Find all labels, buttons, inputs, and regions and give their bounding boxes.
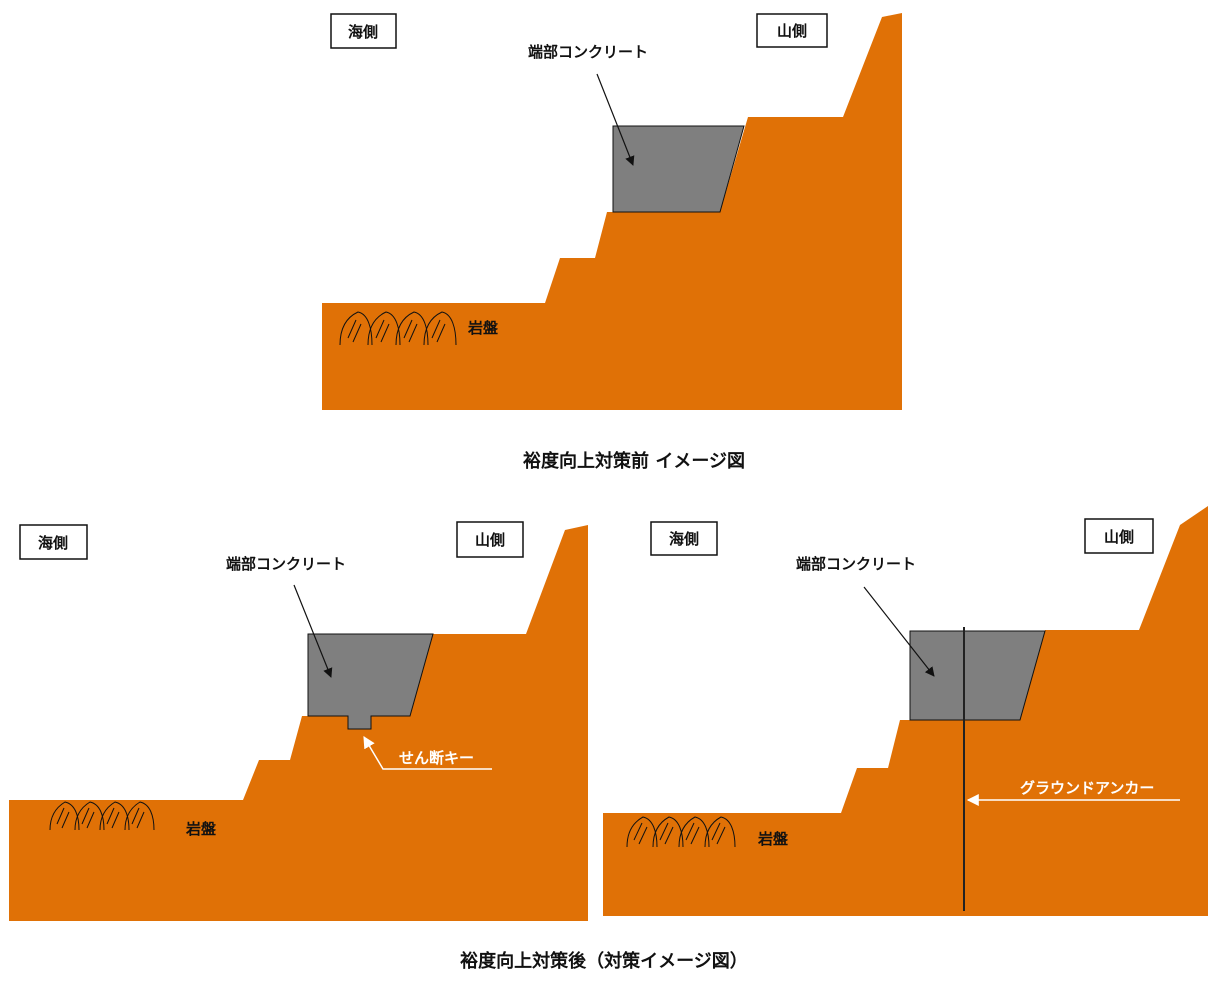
sea-side-label: 海側 bbox=[348, 23, 378, 41]
caption-after: 裕度向上対策後（対策イメージ図） bbox=[460, 950, 748, 972]
end-concrete-label: 端部コンクリート bbox=[796, 555, 916, 573]
bedrock-texture-anchor bbox=[626, 816, 736, 848]
mountain-side-box bbox=[456, 521, 524, 558]
sea-side-box bbox=[330, 13, 397, 49]
sea-side-box bbox=[19, 524, 88, 560]
end-concrete-shear-key bbox=[307, 633, 434, 730]
caption-before: 裕度向上対策前 イメージ図 bbox=[523, 450, 745, 472]
end-concrete-label: 端部コンクリート bbox=[528, 43, 648, 61]
bedrock-texture-shear-key bbox=[49, 801, 155, 831]
ground-anchor bbox=[603, 506, 1208, 916]
panel-after-anchor: 岩盤 海側 山側 端部コンクリート グラウンドアンカー bbox=[603, 506, 1208, 916]
end-concrete-label: 端部コンクリート bbox=[226, 555, 346, 573]
bedrock-texture-before bbox=[339, 311, 457, 346]
shear-key-label: せん断キー bbox=[399, 749, 474, 767]
ground-before bbox=[322, 13, 902, 410]
sea-side-label: 海側 bbox=[669, 530, 699, 548]
sea-side-label: 海側 bbox=[38, 534, 68, 552]
mountain-side-box bbox=[1084, 518, 1154, 554]
bedrock-label: 岩盤 bbox=[757, 830, 789, 848]
panel-after-shear-key: 岩盤 海側 山側 端部コンクリート せん断キー bbox=[9, 521, 588, 921]
mountain-side-label: 山側 bbox=[1104, 528, 1134, 546]
mountain-side-label: 山側 bbox=[475, 531, 505, 549]
end-concrete-anchor bbox=[909, 630, 1046, 721]
mountain-side-box bbox=[756, 13, 828, 48]
ground-anchor-label: グラウンドアンカー bbox=[1020, 779, 1154, 797]
ground-shear-key bbox=[9, 525, 588, 921]
panel-before: 岩盤 海側 山側 端部コンクリート bbox=[322, 13, 902, 410]
mountain-side-label: 山側 bbox=[777, 22, 807, 40]
bedrock-label: 岩盤 bbox=[185, 820, 217, 838]
sea-side-box bbox=[650, 521, 718, 556]
end-concrete-before bbox=[612, 125, 745, 213]
shear-key-leader bbox=[363, 735, 492, 770]
end-concrete-leader bbox=[863, 586, 935, 677]
end-concrete-leader bbox=[293, 584, 333, 678]
end-concrete-leader bbox=[596, 73, 635, 166]
bedrock-label: 岩盤 bbox=[467, 319, 499, 337]
